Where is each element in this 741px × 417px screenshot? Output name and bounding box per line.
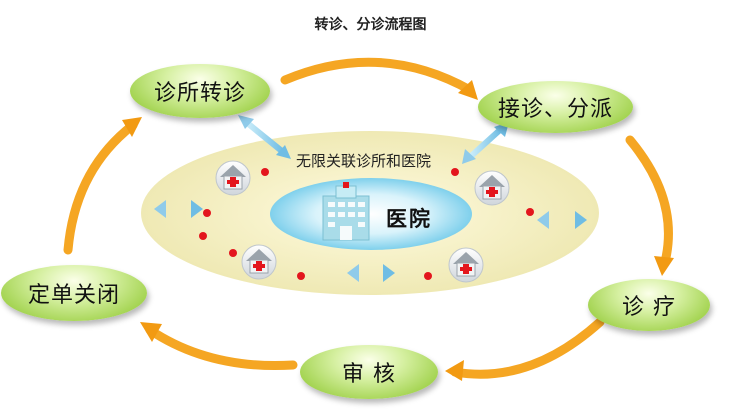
node-close: 定单关闭: [1, 265, 147, 321]
arrowhead-close: [140, 322, 162, 342]
node-referral: 诊所转诊: [130, 64, 270, 118]
dot: [199, 232, 207, 240]
dot: [451, 168, 459, 176]
clinic-house-icon: [215, 160, 251, 196]
arrow-review-to-close: [145, 325, 298, 371]
double-arrows: [154, 115, 587, 282]
dot: [424, 272, 432, 280]
double-arrow-referral-network: [238, 115, 291, 159]
page-title: 转诊、分诊流程图: [314, 17, 427, 33]
arrow-triage-to-treatment: [625, 135, 673, 267]
arrow-treatment-to-review: [450, 317, 605, 379]
clinic-houses: [215, 160, 510, 283]
arrowhead-treatment: [654, 256, 674, 276]
clinic-house-icon: [448, 247, 484, 283]
node-triage: 接诊、分派: [478, 81, 633, 133]
cycle-arrows: [63, 57, 674, 381]
arrow-close-to-referral: [63, 120, 138, 255]
hospital-building-icon: [322, 182, 370, 241]
dot: [261, 168, 269, 176]
hospital-core: [270, 178, 472, 250]
double-arrow-bottom: [347, 264, 395, 282]
double-arrow-right: [537, 211, 587, 229]
hospital-label: 医院: [386, 207, 432, 231]
clinic-house-icon: [474, 170, 510, 206]
arrowhead-review: [445, 360, 464, 381]
double-arrow-left: [154, 200, 203, 218]
arrowhead-referral: [122, 117, 142, 137]
dot: [203, 209, 211, 217]
dot: [526, 208, 534, 216]
node-treatment: 诊 疗: [588, 279, 710, 331]
node-review: 审 核: [300, 345, 438, 399]
network-dots: [199, 168, 534, 280]
clinic-house-icon: [241, 244, 277, 280]
dot: [229, 249, 237, 257]
network-label: 无限关联诊所和医院: [296, 152, 432, 170]
arrowhead-triage: [458, 80, 478, 100]
arrow-referral-to-triage: [280, 57, 475, 95]
dot: [297, 272, 305, 280]
